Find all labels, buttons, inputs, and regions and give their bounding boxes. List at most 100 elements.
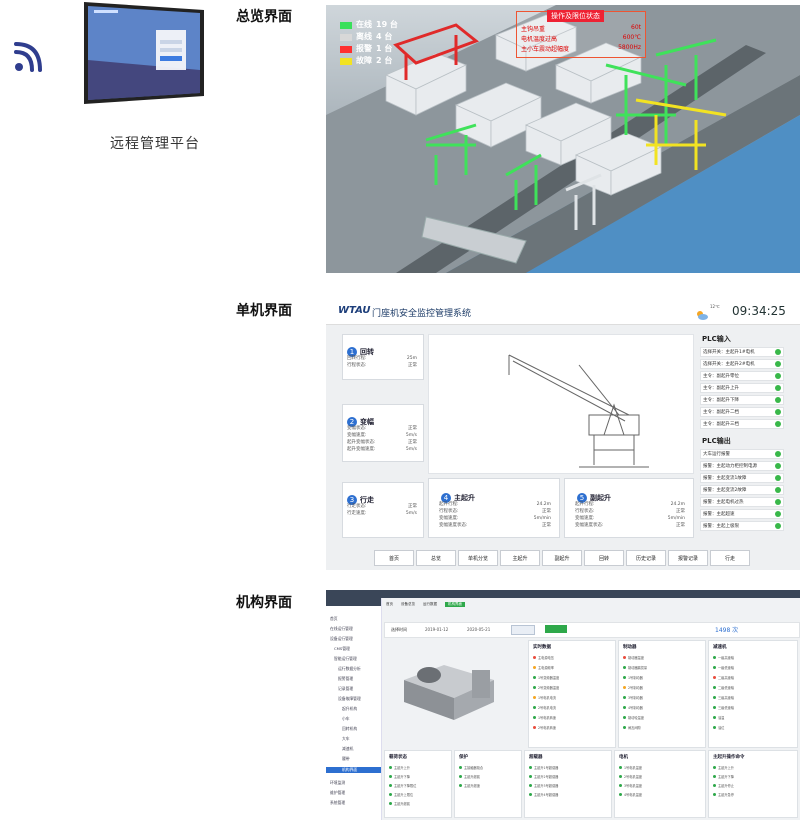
row-label: 三级高速轴: [718, 696, 734, 700]
row-label: 一级低速轴: [718, 666, 734, 670]
data-row: 3号电机温度: [619, 783, 701, 788]
status-dot-icon: [459, 775, 462, 778]
kv-key: 行走速度:: [347, 511, 367, 516]
nav-aux-hoist-button[interactable]: 副起升: [542, 550, 582, 566]
sidebar-item[interactable]: 报警管理: [338, 676, 354, 681]
sidebar-item[interactable]: 环境监测: [330, 780, 346, 785]
status-dot-icon: [775, 409, 781, 415]
sidebar-item[interactable]: 维护管理: [330, 790, 346, 795]
popup-row-value: 600℃: [622, 34, 641, 41]
sidebar-item[interactable]: 首页: [330, 616, 338, 621]
data-row: 一级低速轴: [713, 665, 793, 670]
sidebar-item[interactable]: 记录管理: [338, 686, 354, 691]
plc-input-row: 主令：副起升三档: [700, 419, 784, 429]
row-label: 三级低速轴: [718, 706, 734, 710]
data-row: 主起升1号超载器: [529, 765, 607, 770]
sidebar-item[interactable]: 大车: [342, 736, 350, 741]
sidebar-item-active[interactable]: 机构界面: [326, 767, 381, 773]
sidebar-item[interactable]: 小车: [342, 716, 350, 721]
plc-input-row: 主令：副起升零位: [700, 371, 784, 381]
sidebar-item[interactable]: 履带: [342, 756, 350, 761]
data-row: 制动器温度: [623, 655, 701, 660]
data-row: 二级低速轴: [713, 685, 793, 690]
legend-label: 故障: [356, 56, 372, 65]
card-title: 电机: [619, 755, 628, 760]
row-label: 主起升停止: [718, 784, 734, 788]
kv-key: 起升行程:: [575, 502, 595, 507]
sidebar-item[interactable]: 起升机构: [342, 706, 358, 711]
plc-output-row: 报警：主起变流2故障: [700, 485, 784, 495]
row-label: 主起升超速: [464, 784, 480, 788]
status-dot-icon: [389, 766, 392, 769]
row-label: 主起升1号超载器: [534, 766, 559, 770]
status-dot-icon: [529, 793, 532, 796]
status-dot-icon: [713, 656, 716, 659]
nav-home-button[interactable]: 首页: [374, 550, 414, 566]
sidebar-item[interactable]: 回转机构: [342, 726, 358, 731]
tab-data[interactable]: 运行数据: [423, 602, 437, 606]
query-button[interactable]: [511, 625, 535, 635]
status-dot-icon: [713, 666, 716, 669]
tab-overview[interactable]: 设备总览: [401, 602, 415, 606]
status-dot-icon: [619, 793, 622, 796]
kv-value: 正常: [676, 509, 685, 514]
status-dot-icon: [775, 361, 781, 367]
kv-key: 变幅速度状态:: [575, 523, 604, 528]
plc-input-row: 主令：副起升二档: [700, 407, 784, 417]
sidebar-item[interactable]: 智能运行管理: [334, 656, 357, 661]
tab-home[interactable]: 首页: [386, 602, 393, 606]
header-bar: WTAU 门座机安全监控管理系统 12℃ 09:34:25: [326, 300, 800, 325]
sidebar-item[interactable]: 系统管理: [330, 800, 346, 805]
legend-label: 在线: [356, 20, 372, 29]
plc-label: 报警：主起上极限: [703, 524, 739, 529]
nav-history-button[interactable]: 历史记录: [626, 550, 666, 566]
nav-overview-button[interactable]: 总览: [416, 550, 456, 566]
sidebar-item[interactable]: CMS管理: [334, 646, 350, 651]
status-dot-icon: [533, 716, 536, 719]
sidebar-item[interactable]: 运行数据分析: [338, 666, 361, 671]
tab-mechanism[interactable]: 机构界面: [445, 602, 465, 607]
nav-alarm-log-button[interactable]: 报警记录: [668, 550, 708, 566]
legend-label: 离线: [356, 32, 372, 41]
status-dot-icon: [623, 696, 626, 699]
sidebar-item[interactable]: 设备故障管理: [338, 696, 361, 701]
row-label: 主起升2号超载器: [534, 775, 559, 779]
date-from-input[interactable]: 2019-01-12: [425, 627, 449, 632]
kv-row: 变幅速度:5m/s: [347, 432, 417, 439]
sidebar-item[interactable]: 在线运行管理: [330, 626, 353, 631]
nav-single-button[interactable]: 单机分览: [458, 550, 498, 566]
kv-row: 行程状态:正常: [347, 362, 417, 369]
legend-fault: 故障 2 台: [340, 55, 398, 67]
kv-row: 起升行程:24.2m: [575, 501, 685, 508]
status-dot-icon: [775, 421, 781, 427]
data-row: 2号电机转速: [533, 725, 611, 730]
status-dot-icon: [389, 775, 392, 778]
data-row: 主电源频率: [533, 665, 611, 670]
data-row: 主起升下降: [389, 774, 447, 779]
data-row: 主起升上限位: [389, 792, 447, 797]
nav-main-hoist-button[interactable]: 主起升: [500, 550, 540, 566]
sidebar-item[interactable]: 设备运行管理: [330, 636, 353, 641]
data-row: 主起升下降: [713, 774, 793, 779]
plc-label: 报警：主起变流1故障: [703, 476, 747, 481]
legend-count: 2 台: [376, 56, 393, 65]
card-brake: 制动器 制动器温度 制动器磨损量 1号制动器 2号制动器 3号制动器 4号制动器…: [618, 640, 706, 748]
export-button[interactable]: [545, 625, 567, 633]
legend-count: 4 台: [376, 32, 393, 41]
status-dot-icon: [459, 766, 462, 769]
nav-travel-button[interactable]: 行走: [710, 550, 750, 566]
kv-row: 行走状态:正常: [347, 503, 417, 510]
card-hoist-commands: 主起升操作命令 主起升上升 主起升下降 主起升停止 主起升急停: [708, 750, 798, 818]
data-row: 制动轮温度: [623, 715, 701, 720]
kv-key: 起升变幅速度:: [347, 447, 376, 452]
card-title: 主起升: [454, 494, 475, 502]
row-label: 主起升上限位: [394, 793, 414, 797]
nav-rotation-button[interactable]: 回转: [584, 550, 624, 566]
sidebar-item[interactable]: 减速机: [342, 746, 354, 751]
date-to-input[interactable]: 2020-05-21: [467, 627, 491, 632]
kv-key: 起升行程:: [439, 502, 459, 507]
